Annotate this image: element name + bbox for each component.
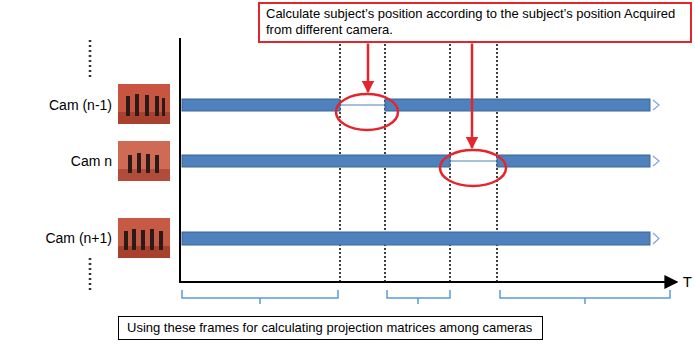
y-axis [179,38,181,283]
ellipsis-dots [89,258,92,292]
camera-label: Cam n [71,153,112,169]
highlight-ellipses [336,94,506,186]
axis-label-holder: T [683,273,692,291]
camera-thumbnail [118,218,170,258]
callout-box: Calculate subject’s position according t… [258,2,692,43]
camera-label: Cam (n+1) [45,230,112,246]
callout-arrow [367,44,370,93]
camera-label: Cam (n-1) [49,97,112,113]
axis-label: T [683,273,692,290]
timeline-bars [182,99,650,245]
node-text: Calculate subject’s position according t… [266,6,684,39]
camera-thumbnail [118,84,170,124]
camera-label-holder: Cam n [71,153,112,170]
range-brackets [182,290,670,304]
gap-lines [340,105,497,161]
time-axis [180,281,677,283]
callout-arrow [471,44,474,149]
caption-box: Using these frames for calculating proje… [118,316,543,340]
camera-label-holder: Cam (n+1) [45,230,112,247]
camera-thumbnail [118,141,170,181]
camera-label-holder: Cam (n-1) [49,97,112,114]
bar-chevrons [653,100,659,244]
node-text: Using these frames for calculating proje… [127,320,534,336]
ellipsis-dots [89,40,92,78]
